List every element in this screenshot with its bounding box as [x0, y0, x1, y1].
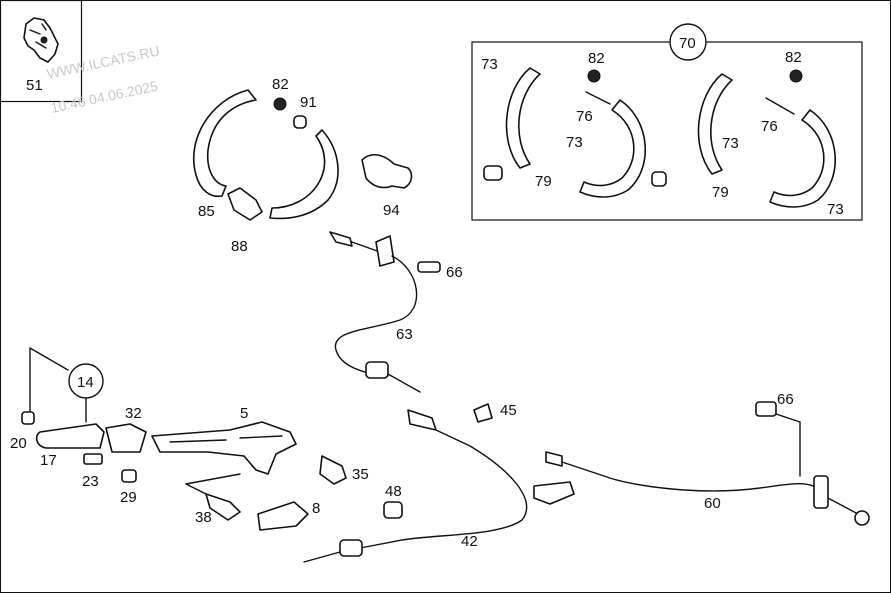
kit-box-70 [471, 41, 863, 221]
callout-42: 42 [461, 533, 478, 550]
callout-82: 82 [272, 76, 289, 93]
callout-32: 32 [125, 405, 142, 422]
brake-shoe-85 [192, 89, 339, 221]
callout-73: 73 [827, 201, 844, 218]
callout-70: 70 [679, 35, 696, 52]
callout-82: 82 [785, 49, 802, 66]
callout-73: 73 [566, 134, 583, 151]
watermark-site: WWW.ILCATS.RU [45, 42, 161, 82]
callout-48: 48 [385, 483, 402, 500]
callout-38: 38 [195, 509, 212, 526]
callout-73: 73 [722, 135, 739, 152]
callout-79: 79 [535, 173, 552, 190]
watermark-timestamp: 10:46 04.06.2025 [49, 78, 159, 116]
callout-60: 60 [704, 495, 721, 512]
callout-94: 94 [383, 202, 400, 219]
callout-35: 35 [352, 466, 369, 483]
callout-51: 51 [26, 77, 43, 94]
callout-14: 14 [77, 374, 94, 391]
callout-66: 66 [777, 391, 794, 408]
callout-73: 73 [481, 56, 498, 73]
callout-76: 76 [576, 108, 593, 125]
callout-20: 20 [10, 435, 27, 452]
callout-82: 82 [588, 50, 605, 67]
inset-51 [0, 0, 83, 103]
callout-79: 79 [712, 184, 729, 201]
callout-63: 63 [396, 326, 413, 343]
callout-88: 88 [231, 238, 248, 255]
callout-8: 8 [312, 500, 320, 517]
callout-85: 85 [198, 203, 215, 220]
part-8 [257, 501, 309, 531]
lever-assembly-14 [21, 347, 147, 483]
clip-94 [361, 153, 413, 189]
callout-76: 76 [761, 118, 778, 135]
callout-91: 91 [300, 94, 317, 111]
cable-42 [303, 403, 575, 563]
cable-60 [545, 401, 870, 526]
callout-66: 66 [446, 264, 463, 281]
cable-63 [329, 231, 441, 393]
callout-70-circle [669, 23, 707, 61]
callout-23: 23 [82, 473, 99, 490]
lever-bracket-5 [151, 421, 347, 521]
callout-45: 45 [500, 402, 517, 419]
callout-5: 5 [240, 405, 248, 422]
callout-17: 17 [40, 452, 57, 469]
callout-29: 29 [120, 489, 137, 506]
